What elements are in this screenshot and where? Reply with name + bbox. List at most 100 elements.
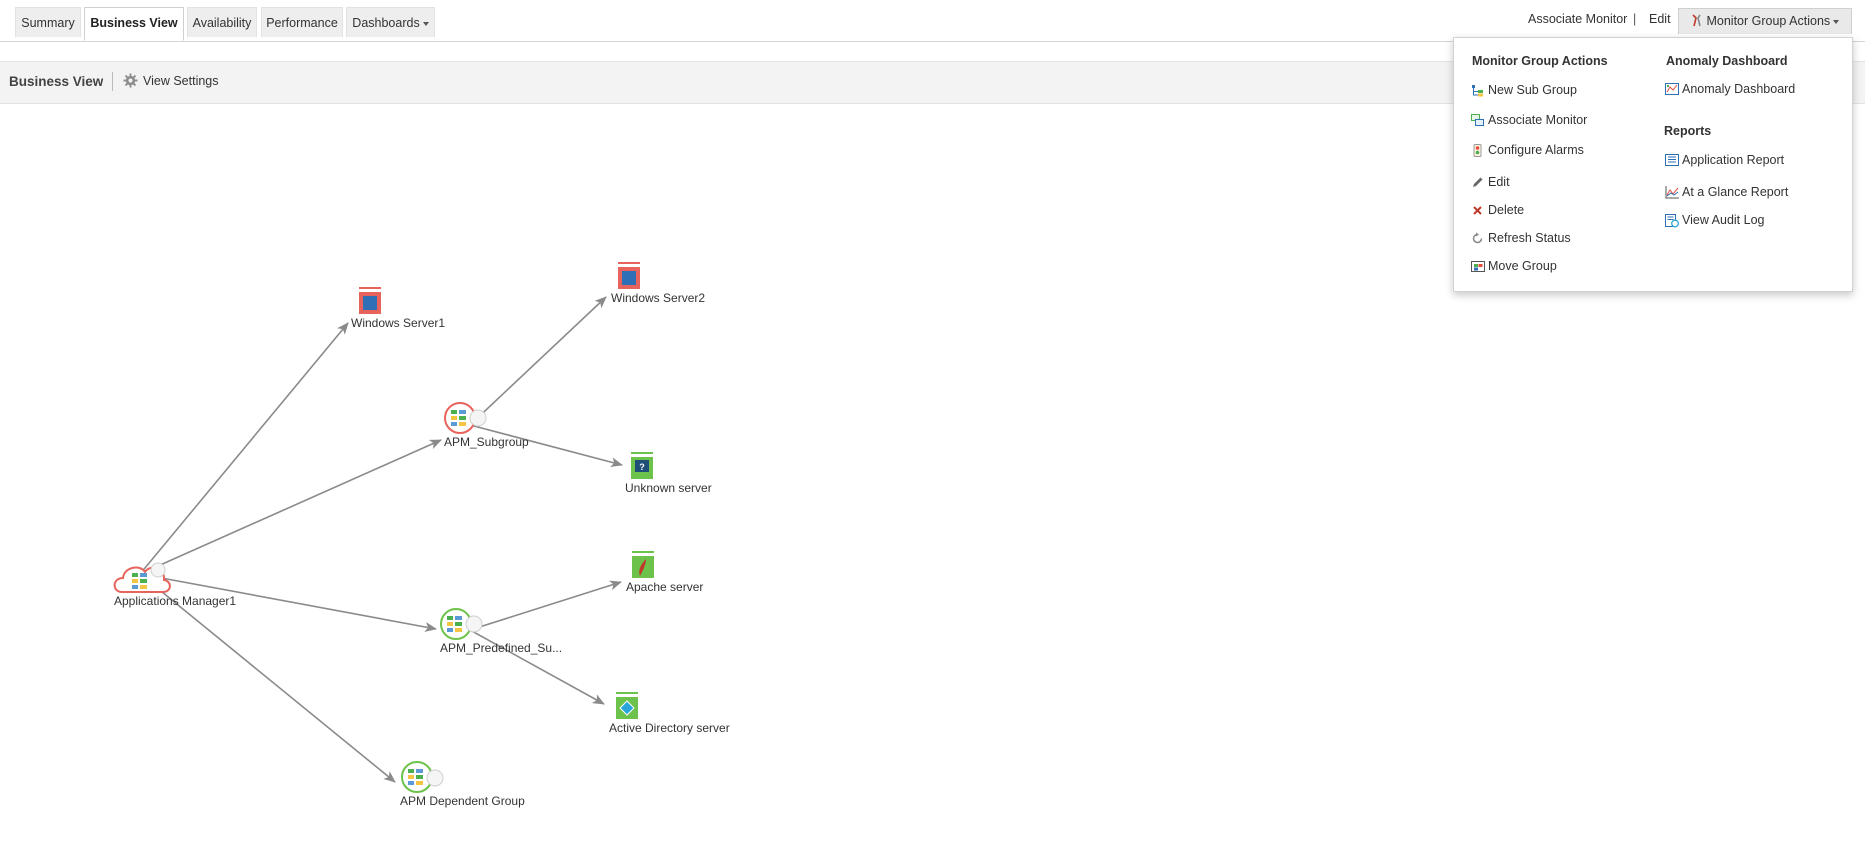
menu-item-label: Delete bbox=[1488, 203, 1525, 217]
glance-report-icon bbox=[1665, 185, 1679, 199]
monitor-group-actions-menu: Monitor Group Actions New Sub Group Asso… bbox=[1453, 37, 1853, 292]
node-windows-server1[interactable]: Windows Server1 bbox=[351, 287, 445, 330]
tab-availability[interactable]: Availability bbox=[187, 7, 257, 37]
windows-screen bbox=[363, 296, 377, 310]
status-bar bbox=[631, 452, 653, 454]
associate-monitor-icon bbox=[1471, 113, 1484, 127]
menu-item-label: Anomaly Dashboard bbox=[1682, 82, 1796, 96]
node-applications-manager[interactable]: Applications Manager1 bbox=[113, 562, 236, 608]
tab-bar: Summary Business View Availability Perfo… bbox=[0, 0, 1865, 42]
tab-dashboards[interactable]: Dashboards bbox=[346, 7, 435, 37]
pencil-icon bbox=[1471, 176, 1484, 189]
view-settings-label: View Settings bbox=[143, 73, 219, 88]
edge-apm-predef-to-ad bbox=[469, 629, 605, 705]
menu-item-label: Application Report bbox=[1682, 153, 1785, 167]
menu-item-new-sub-group[interactable]: New Sub Group bbox=[1471, 83, 1577, 97]
monitor-group-actions-label: Monitor Group Actions bbox=[1706, 14, 1831, 28]
windows-screen bbox=[622, 271, 636, 285]
node-active-directory-server[interactable]: Active Directory server bbox=[609, 692, 730, 735]
menu-heading-anomaly-dashboard: Anomaly Dashboard bbox=[1666, 54, 1788, 68]
node-windows-server2[interactable]: Windows Server2 bbox=[611, 262, 705, 305]
business-view-diagram: Applications Manager1 Windows Server1 AP… bbox=[113, 262, 730, 808]
gear-icon bbox=[123, 73, 138, 88]
list-badge-icon bbox=[465, 615, 483, 633]
status-bar bbox=[632, 551, 654, 553]
chevron-down-icon bbox=[422, 21, 429, 26]
node-label: Applications Manager1 bbox=[114, 594, 236, 608]
menu-item-edit[interactable]: Edit bbox=[1471, 175, 1510, 189]
edge-apm-predef-to-apache bbox=[469, 580, 622, 631]
menu-item-label: Associate Monitor bbox=[1488, 113, 1588, 127]
page-title: Business View bbox=[9, 74, 104, 89]
menu-item-anomaly-dashboard[interactable]: Anomaly Dashboard bbox=[1665, 82, 1795, 96]
alarm-icon bbox=[1471, 143, 1484, 157]
diagram-edges bbox=[139, 296, 623, 783]
node-apm-predefined-subgroup[interactable]: APM_Predefined_Su... bbox=[440, 608, 562, 655]
tab-summary[interactable]: Summary bbox=[15, 7, 81, 37]
apache-feather bbox=[639, 559, 646, 576]
list-badge-icon bbox=[150, 562, 166, 578]
menu-item-configure-alarms[interactable]: Configure Alarms bbox=[1471, 143, 1584, 157]
unknown-mark: ? bbox=[639, 462, 645, 472]
menu-item-delete[interactable]: Delete bbox=[1471, 203, 1524, 217]
node-label: Active Directory server bbox=[609, 721, 730, 735]
menu-item-associate-monitor[interactable]: Associate Monitor bbox=[1471, 113, 1587, 127]
action-separator: | bbox=[1633, 12, 1637, 26]
tab-dashboards-label: Dashboards bbox=[352, 16, 420, 30]
edge-apps-manager-to-apm-dep bbox=[139, 573, 396, 783]
view-settings-button[interactable]: View Settings bbox=[123, 73, 219, 88]
node-label: Apache server bbox=[626, 580, 703, 594]
associate-monitor-link[interactable]: Associate Monitor bbox=[1528, 12, 1628, 26]
edge-apm-subgroup-to-unknown bbox=[469, 424, 623, 468]
menu-heading-monitor-group-actions: Monitor Group Actions bbox=[1472, 54, 1608, 68]
menu-item-at-a-glance-report[interactable]: At a Glance Report bbox=[1665, 185, 1788, 199]
edge-apps-manager-to-win1 bbox=[139, 322, 349, 575]
menu-item-label: New Sub Group bbox=[1488, 83, 1577, 97]
menu-item-label: Configure Alarms bbox=[1488, 143, 1584, 157]
monitor-group-actions-button[interactable]: Monitor Group Actions bbox=[1678, 8, 1852, 34]
menu-item-view-audit-log[interactable]: View Audit Log bbox=[1665, 213, 1764, 227]
node-apm-subgroup[interactable]: APM_Subgroup bbox=[444, 402, 529, 449]
tab-business-view[interactable]: Business View bbox=[84, 7, 184, 41]
move-group-icon bbox=[1471, 260, 1485, 273]
node-label: Unknown server bbox=[625, 481, 712, 495]
menu-item-label: At a Glance Report bbox=[1682, 185, 1789, 199]
refresh-icon bbox=[1471, 232, 1484, 245]
node-unknown-server[interactable]: ? Unknown server bbox=[625, 452, 712, 495]
menu-heading-reports: Reports bbox=[1664, 124, 1712, 138]
node-apm-dependent-group[interactable]: APM Dependent Group bbox=[400, 761, 525, 808]
status-bar bbox=[618, 262, 640, 264]
node-label: Windows Server1 bbox=[351, 316, 445, 330]
status-bar bbox=[616, 692, 638, 694]
toolbar-divider bbox=[112, 72, 113, 91]
audit-log-icon bbox=[1665, 213, 1679, 227]
tab-performance[interactable]: Performance bbox=[261, 7, 343, 37]
edge-apps-manager-to-apm-subgroup bbox=[139, 439, 442, 575]
menu-item-refresh-status[interactable]: Refresh Status bbox=[1471, 231, 1571, 245]
delete-x-icon bbox=[1471, 204, 1484, 217]
node-apache-server[interactable]: Apache server bbox=[626, 551, 703, 594]
application-report-icon bbox=[1665, 153, 1679, 167]
new-subgroup-icon bbox=[1471, 84, 1484, 97]
menu-item-label: Move Group bbox=[1488, 259, 1557, 273]
edit-link[interactable]: Edit bbox=[1649, 12, 1671, 26]
edge-apps-manager-to-apm-predef bbox=[139, 573, 437, 632]
menu-item-label: Edit bbox=[1488, 175, 1510, 189]
tools-icon bbox=[1691, 11, 1703, 36]
node-label: APM Dependent Group bbox=[400, 794, 525, 808]
menu-item-move-group[interactable]: Move Group bbox=[1471, 259, 1557, 273]
menu-item-application-report[interactable]: Application Report bbox=[1665, 153, 1784, 167]
menu-item-label: Refresh Status bbox=[1488, 231, 1571, 245]
edge-apm-subgroup-to-win2 bbox=[469, 296, 607, 426]
unknown-screen bbox=[635, 460, 649, 472]
menu-item-label: View Audit Log bbox=[1682, 213, 1765, 227]
dependency-badge-icon bbox=[426, 769, 444, 787]
chevron-down-icon bbox=[1833, 19, 1840, 24]
status-bar bbox=[359, 287, 381, 289]
list-badge-icon bbox=[469, 409, 487, 427]
node-label: Windows Server2 bbox=[611, 291, 705, 305]
anomaly-dashboard-icon bbox=[1665, 82, 1679, 96]
node-label: APM_Subgroup bbox=[444, 435, 529, 449]
ad-diamond bbox=[619, 700, 635, 716]
node-label: APM_Predefined_Su... bbox=[440, 641, 562, 655]
